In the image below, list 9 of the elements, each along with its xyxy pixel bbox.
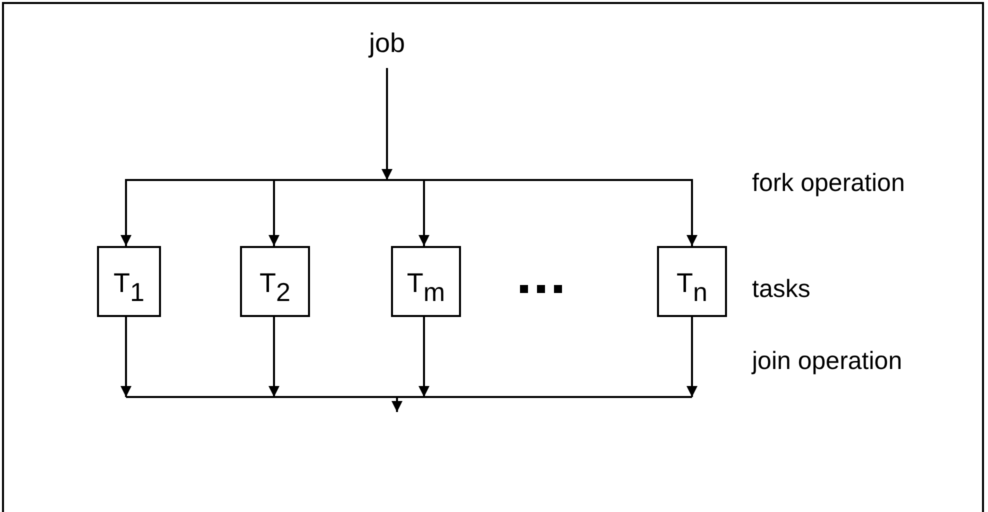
annotation-text: tasks [752,274,812,304]
annotation-text: fork operation [752,168,906,198]
arrow [418,317,430,397]
input-label: job [362,28,412,68]
arrow [382,68,392,180]
arrow [268,317,280,397]
annotation-text: join operation [752,346,904,376]
arrow [686,317,698,397]
arrow [120,317,132,397]
